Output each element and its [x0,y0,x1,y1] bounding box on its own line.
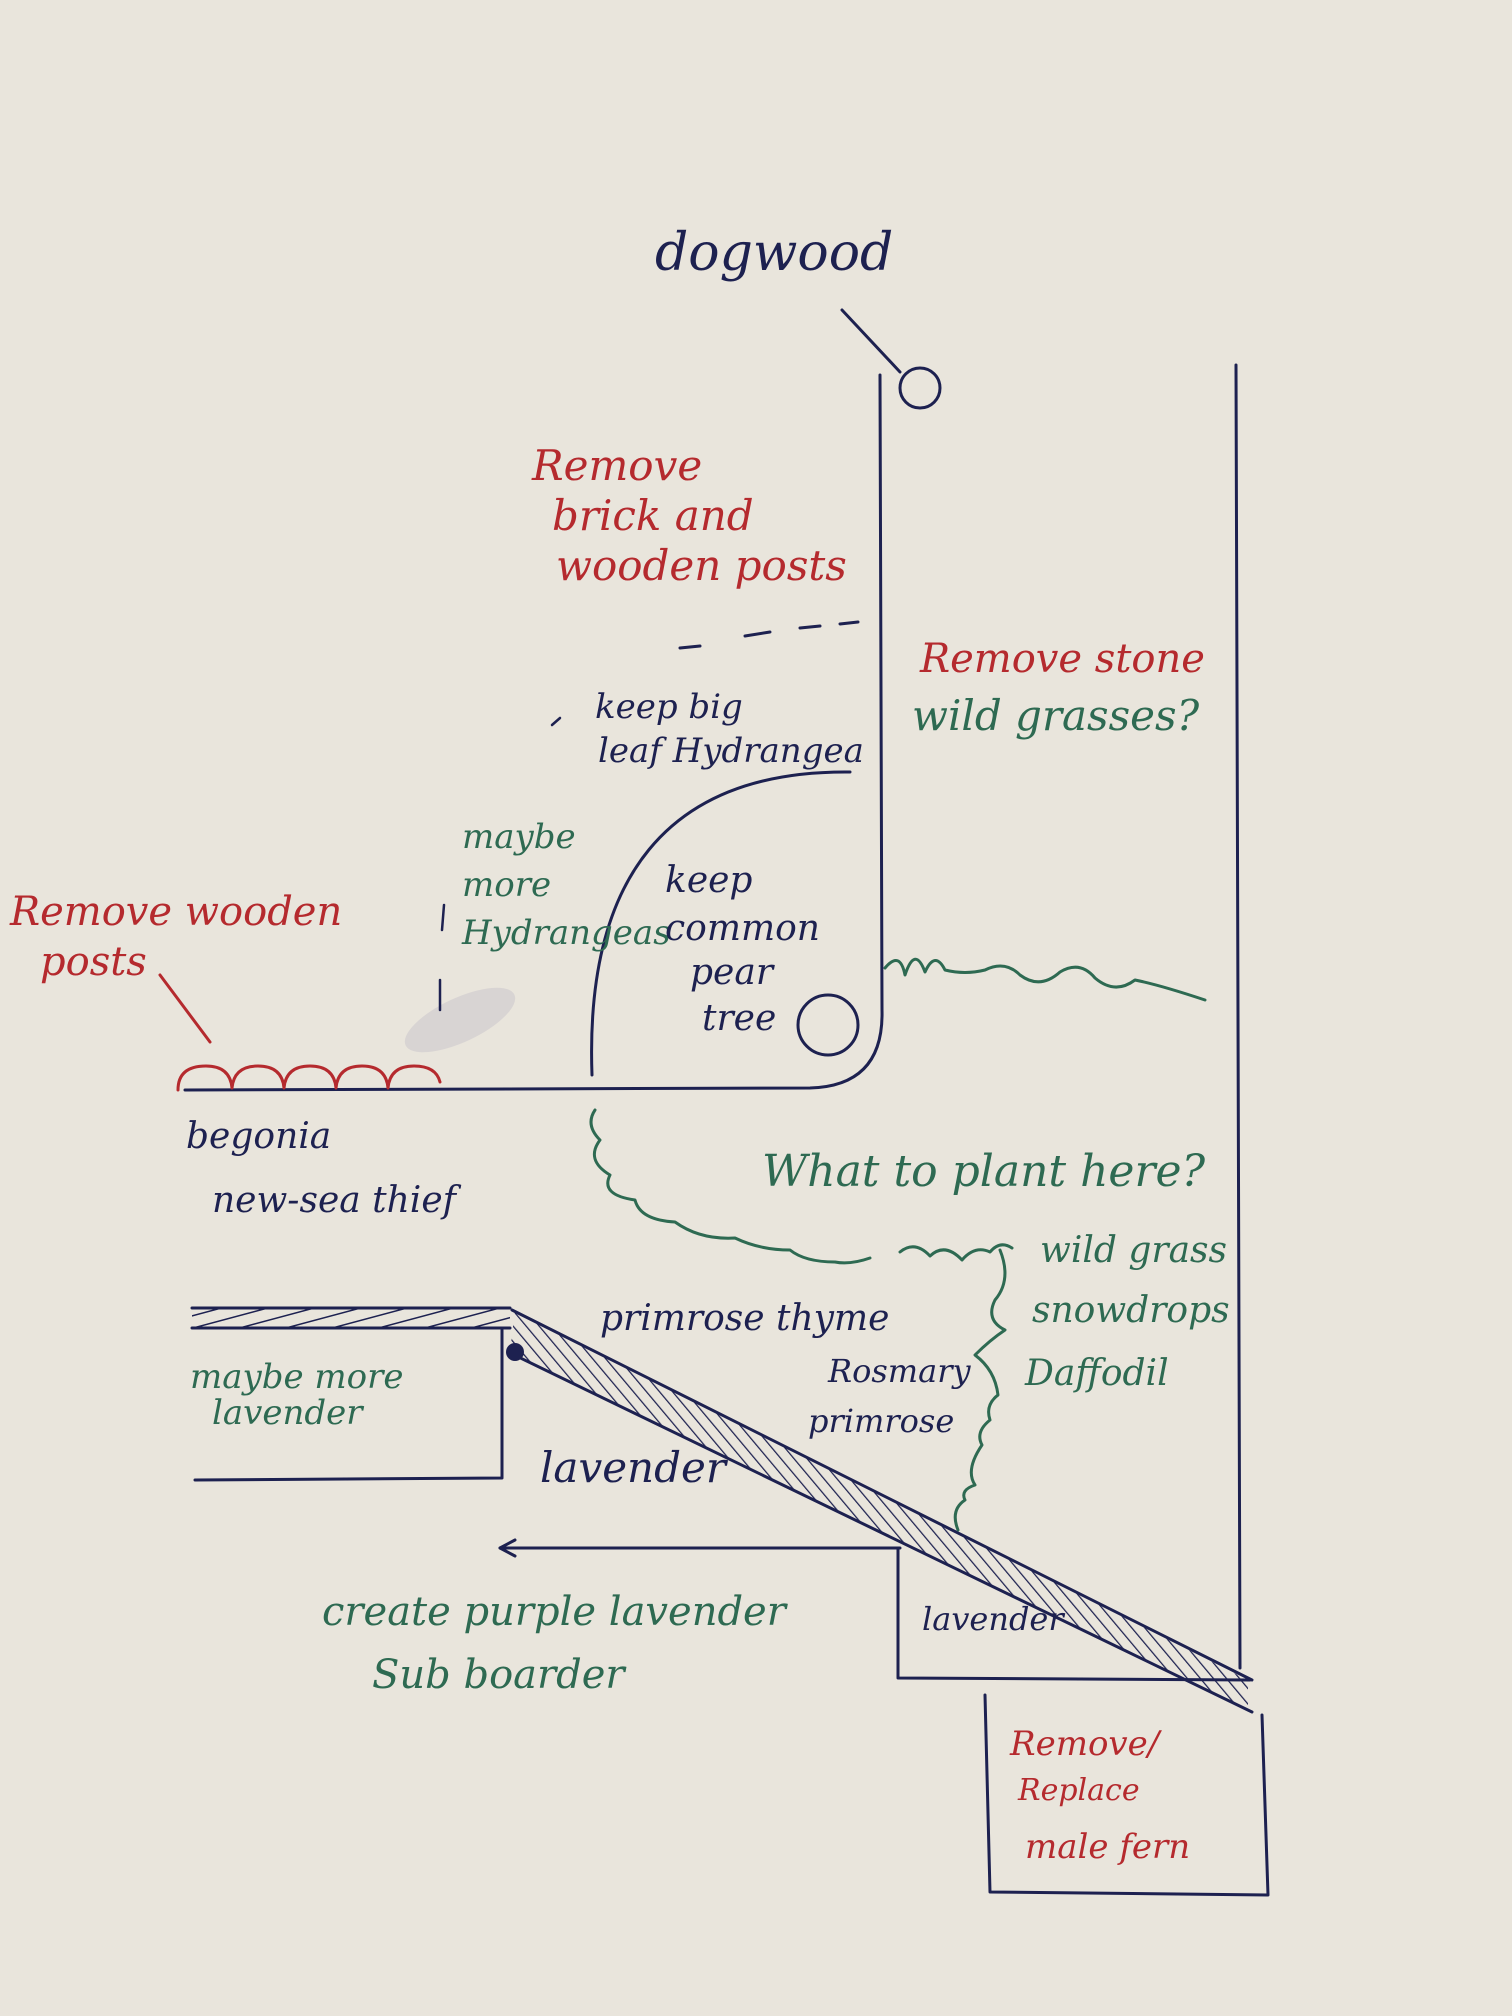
removed-wall-dashes [678,620,860,650]
label-begonia: begonia new-sea thief [186,1116,462,1221]
remove-posts-pointer [158,973,212,1044]
label-remove-replace-fern: Remove/ Replace male fern [1009,1724,1190,1867]
diagonal-hatched-border [510,1310,1248,1710]
label-maybe-more-hydrangeas: maybe more Hydrangeas [461,817,671,953]
right-boundary-line [1234,363,1242,1670]
label-remove-wooden-posts: Remove wooden posts [9,889,355,985]
hydrangea-bed-arc [590,770,852,1077]
dogwood-pointer [840,308,902,374]
label-keep-pear-tree: keep common pear tree [665,860,831,1039]
planting-list-brace [953,1248,1007,1532]
label-remove-stone: Remove stone [919,636,1205,682]
label-planting-list: wild grass snowdrops Daffodil [1024,1230,1241,1394]
fern-box [983,1693,1270,1897]
left-hatched-border [192,1308,510,1328]
diagonal-bottom-line [506,1350,1254,1714]
label-remove-brick: Remove brick and wooden posts [531,441,847,590]
label-maybe-more-lavender: maybe more lavender [190,1357,414,1433]
label-dogwood: dogwood [655,223,893,283]
label-rosemary-primrose: Rosmary primrose [808,1352,981,1440]
dogwood-tree-symbol [898,366,942,410]
pen-tick [550,716,562,727]
label-what-to-plant: What to plant here? [762,1146,1206,1197]
label-keep-hydrangea: keep big leaf Hydrangea [595,687,864,771]
eraser-smudge [404,987,516,1053]
pear-tree-symbol [796,993,860,1057]
border-arrow-head [498,1538,517,1558]
wild-grasses-squiggle [883,957,1207,1002]
pen-tick [440,903,446,932]
label-wild-grasses: wild grasses? [912,691,1200,740]
label-primrose-thyme: primrose thyme [600,1298,889,1339]
lavender-small-box [896,1546,1252,1682]
wooden-posts-scallop [176,1064,442,1092]
label-lavender-small: lavender [922,1600,1065,1638]
lavender-left-box [193,1328,504,1482]
label-create-lavender-border: create purple lavender Sub boarder [322,1589,799,1698]
label-lavender-main: lavender [540,1443,729,1492]
diagonal-top-line [510,1308,1254,1682]
ink-blot [506,1343,524,1361]
central-wall-line [183,373,884,1092]
what-to-plant-squiggle [589,1108,1014,1265]
